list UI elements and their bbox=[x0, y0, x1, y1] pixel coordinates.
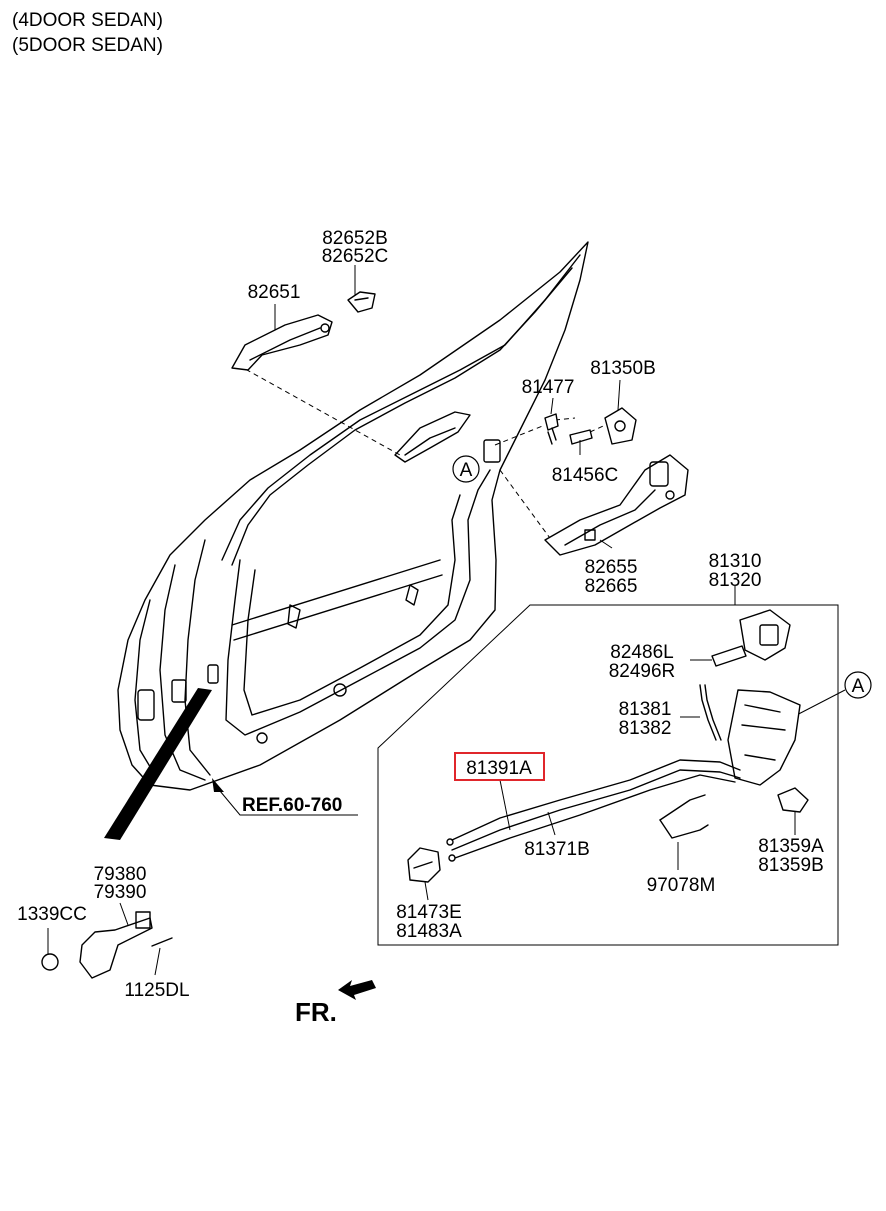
label-82652c: 82652C bbox=[322, 246, 389, 267]
label-97078m: 97078M bbox=[647, 875, 716, 896]
label-81350b: 81350B bbox=[590, 358, 656, 379]
callout-a-right-text: A bbox=[852, 676, 865, 697]
label-81483a: 81483A bbox=[396, 921, 462, 942]
ref-label: REF.60-760 bbox=[242, 795, 342, 816]
front-arrow-icon bbox=[338, 980, 376, 1000]
header-line-1: (4DOOR SEDAN) bbox=[12, 10, 163, 31]
door-latch bbox=[727, 609, 801, 786]
label-81456c: 81456C bbox=[552, 465, 619, 486]
part-labels: 82652B 82652C 82651 81477 81350B 81456C … bbox=[17, 228, 824, 1001]
label-81359b: 81359B bbox=[758, 855, 824, 876]
rod-82486l bbox=[711, 645, 747, 667]
label-81382: 81382 bbox=[619, 718, 672, 739]
label-1339cc: 1339CC bbox=[17, 904, 87, 925]
label-81391a: 81391A bbox=[466, 758, 532, 779]
label-82655: 82655 bbox=[585, 557, 638, 578]
label-81320: 81320 bbox=[709, 570, 762, 591]
screw-81456c bbox=[569, 429, 593, 445]
label-82486l: 82486L bbox=[610, 642, 673, 663]
leader-lines bbox=[47, 265, 796, 976]
callout-a-left: A bbox=[452, 455, 480, 483]
front-indicator: FR. bbox=[295, 980, 376, 1027]
rod-81381 bbox=[699, 684, 722, 741]
label-79380: 79380 bbox=[94, 864, 147, 885]
callout-a-left-text: A bbox=[460, 460, 473, 481]
bracket-81350b bbox=[604, 407, 637, 445]
handle-cap-82652 bbox=[347, 291, 376, 313]
label-81477: 81477 bbox=[522, 377, 575, 398]
handle-base-82655 bbox=[544, 454, 689, 556]
inside-handle-81473e bbox=[407, 847, 441, 883]
callout-a-right: A bbox=[844, 671, 872, 699]
outside-handle-82651 bbox=[231, 314, 333, 371]
label-81381: 81381 bbox=[619, 699, 672, 720]
highlight-box-81391a bbox=[454, 752, 545, 781]
label-81310: 81310 bbox=[709, 551, 762, 572]
striker-81359a bbox=[777, 787, 809, 813]
label-82652b: 82652B bbox=[322, 228, 388, 249]
label-81359a: 81359A bbox=[758, 836, 824, 857]
wire-97078m bbox=[659, 794, 709, 839]
reference-ribbon bbox=[104, 688, 212, 840]
label-81371b: 81371B bbox=[524, 839, 590, 860]
label-81473e: 81473E bbox=[396, 902, 462, 923]
door-checker-79380 bbox=[41, 911, 173, 979]
label-82651: 82651 bbox=[248, 282, 301, 303]
fr-label: FR. bbox=[295, 997, 337, 1027]
ref-arrow-icon bbox=[212, 778, 224, 792]
label-82665: 82665 bbox=[585, 576, 638, 597]
label-82496r: 82496R bbox=[609, 661, 676, 682]
door-panel-drawing bbox=[117, 241, 589, 791]
header-line-2: (5DOOR SEDAN) bbox=[12, 35, 163, 56]
bolt-81477 bbox=[544, 413, 559, 445]
label-1125dl: 1125DL bbox=[124, 980, 189, 1001]
cables-81391a-81371b bbox=[446, 759, 741, 862]
label-79390: 79390 bbox=[94, 882, 147, 903]
